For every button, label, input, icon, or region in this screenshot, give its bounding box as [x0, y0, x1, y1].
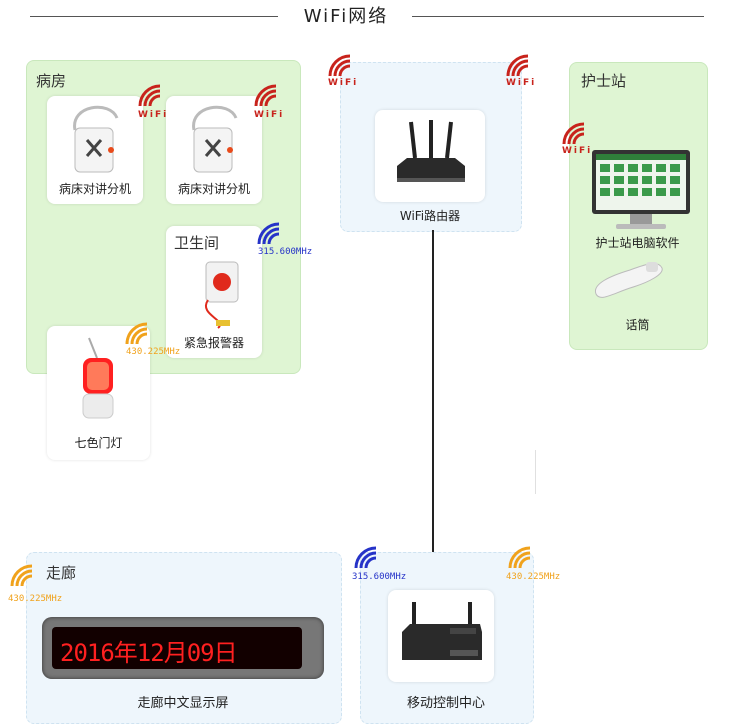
door-light-card: 七色门灯 [47, 326, 150, 460]
led-panel: 2016年12月09日 [52, 627, 302, 669]
wifi-label-nurse-station: WiFi [562, 146, 593, 156]
bathroom-card: 卫生间 紧急报警器 [166, 226, 262, 358]
control-center-caption: 移动控制中心 [406, 696, 485, 711]
freq-label-alarm: 315.600MHz [258, 247, 313, 257]
bed-unit-caption-1: 病床对讲分机 [58, 182, 131, 196]
bed-unit-image-2 [192, 105, 238, 173]
divider-line [535, 450, 536, 494]
bathroom-label: 卫生间 [174, 234, 220, 252]
handset-image [594, 262, 663, 298]
bed-unit-card-2: 病床对讲分机 [166, 96, 262, 204]
title-line-left [30, 16, 278, 17]
door-light-caption: 七色门灯 [74, 436, 123, 450]
wifi-icon-door-light [125, 322, 148, 345]
wifi-label-router-left: WiFi [328, 78, 359, 88]
corridor-display: 2016年12月09日 [42, 617, 324, 679]
control-center-image [402, 602, 482, 660]
wifi-icon-bed-1 [138, 84, 161, 107]
wifi-icon-alarm [257, 222, 280, 245]
led-text: 2016年12月09日 [60, 639, 238, 667]
page-title: WiFi网络 [303, 6, 389, 27]
bed-unit-caption-2: 病床对讲分机 [177, 182, 250, 196]
nurse-station-label: 护士站 [581, 72, 627, 90]
door-light-image [82, 337, 114, 419]
corridor-label: 走廊 [46, 564, 77, 582]
freq-label-corridor: 430.225MHz [8, 594, 63, 604]
handset-caption: 话筒 [625, 318, 650, 332]
wifi-icon-corridor [10, 564, 33, 587]
wifi-icon-nurse-station [562, 122, 585, 145]
wifi-icon-router-left [328, 54, 351, 77]
wifi-icon-control-blue [354, 546, 377, 569]
wifi-label-bed-2: WiFi [254, 110, 285, 120]
freq-label-control-orange: 430.225MHz [506, 572, 561, 582]
wifi-label-bed-1: WiFi [138, 110, 169, 120]
router-image [397, 120, 465, 182]
bed-unit-card-1: 病床对讲分机 [47, 96, 143, 204]
wifi-icon-control-orange [508, 546, 531, 569]
connection-line [432, 230, 434, 592]
nurse-pc-image [592, 150, 690, 229]
wifi-icon-router-right [506, 54, 529, 77]
title-line-right [412, 16, 704, 17]
emergency-alarm-image [204, 261, 239, 329]
bed-unit-image-1 [73, 105, 119, 173]
freq-label-control-blue: 315.600MHz [352, 572, 407, 582]
nurse-pc-caption: 护士站电脑软件 [595, 236, 680, 250]
wifi-icon-bed-2 [254, 84, 277, 107]
corridor-display-caption: 走廊中文显示屏 [137, 696, 229, 711]
emergency-alarm-caption: 紧急报警器 [183, 336, 244, 350]
router-card [375, 110, 485, 202]
wifi-label-router-right: WiFi [506, 78, 537, 88]
ward-label: 病房 [36, 72, 67, 90]
router-caption: WiFi路由器 [399, 209, 461, 223]
freq-label-door-light: 430.225MHz [126, 347, 181, 357]
control-center-card [388, 590, 494, 682]
